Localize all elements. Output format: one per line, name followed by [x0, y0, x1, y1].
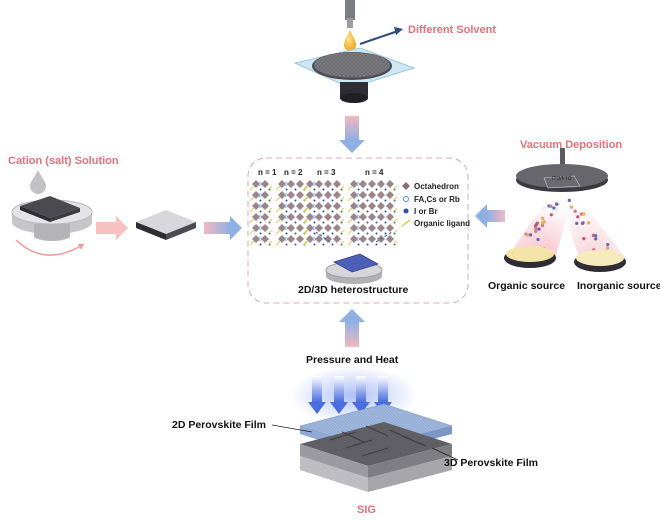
- legend-octahedron: Octahedron: [414, 182, 459, 191]
- solution-drop-icon: [30, 170, 46, 194]
- legend-organic-ligand: Organic ligand: [414, 219, 471, 228]
- legend-cation: FA,Cs or Rb: [414, 195, 460, 204]
- heterostructure-box: [247, 157, 469, 304]
- solvent-drop-icon: [344, 30, 356, 51]
- octahedron-icon: [402, 182, 410, 190]
- arrow-left: [487, 210, 505, 222]
- dot-icon: [403, 208, 409, 214]
- legend-halide: I or Br: [414, 207, 438, 216]
- vacuum-deposition-label: Vacuum Deposition: [520, 139, 623, 151]
- pressure-heat-label: Pressure and Heat: [306, 354, 399, 366]
- circle-icon: [402, 195, 410, 203]
- lattice-n2: [275, 180, 308, 246]
- sig-label: SIG: [357, 504, 376, 516]
- cation-solution-label: Cation (salt) Solution: [8, 155, 119, 167]
- perovskite-lattice-phases: [249, 180, 398, 246]
- pressure-heat-step: [271, 366, 459, 492]
- phase-label-n4: n = 4: [365, 168, 384, 177]
- substrate-holder: [543, 175, 581, 189]
- heterostructure-sample: [315, 231, 393, 284]
- legend-icons: [401, 182, 411, 227]
- arrow-up-bottom: [345, 322, 359, 347]
- rotation-arrow: [15, 239, 85, 256]
- different-solvent-label: Different Solvent: [408, 24, 497, 36]
- phase-label-n3: n = 3: [317, 168, 336, 177]
- heat-beam-icon: [334, 376, 344, 402]
- arrow-down-top: [345, 116, 359, 140]
- lattice-n1: [249, 180, 273, 246]
- solvent-arrow: [359, 30, 399, 45]
- spin-coating-solvent-step: [293, 0, 416, 103]
- organic-source-label: Organic source: [488, 280, 566, 292]
- arrow-right-1: [96, 222, 116, 234]
- heat-beam-icon: [356, 376, 366, 402]
- phase-label-n2: n = 2: [284, 168, 303, 177]
- film-3d: [300, 422, 452, 466]
- ligand-icon: [401, 219, 411, 227]
- lattice-n4: [347, 180, 398, 246]
- deposition-particles: [516, 198, 610, 252]
- lattice-n3: [303, 180, 345, 246]
- film-3d-label: 3D Perovskite Film: [444, 457, 538, 469]
- substrate-label: ITO/FTO: [552, 176, 572, 182]
- arrow-right-2: [204, 222, 230, 234]
- heat-beam-icon: [378, 376, 388, 402]
- phase-label-n1: n = 1: [258, 168, 277, 177]
- vacuum-deposition-step: [475, 148, 626, 272]
- inorganic-source-label: Inorganic source: [577, 280, 660, 292]
- cation-solution-step: [11, 170, 242, 256]
- heat-beam-icon: [312, 376, 322, 402]
- pipette-body: [345, 0, 355, 20]
- film-2d-label: 2D Perovskite Film: [172, 419, 266, 431]
- heterostructure-label: 2D/3D heterostructure: [298, 284, 409, 296]
